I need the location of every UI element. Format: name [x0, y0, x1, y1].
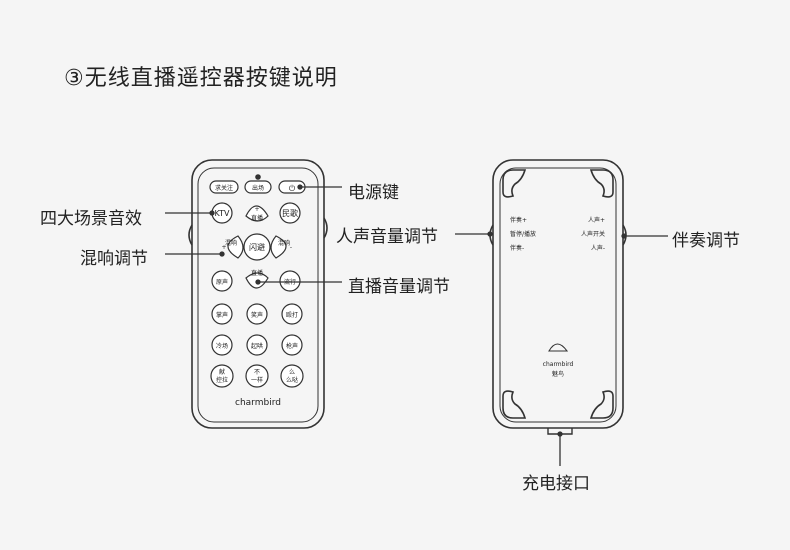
original-voice-label: 原声 [216, 278, 228, 286]
back-brand-sub: 魅鸟 [552, 370, 564, 378]
dpad [227, 205, 287, 289]
accomp-callout-dot [621, 233, 627, 239]
front-indicator-led [255, 174, 261, 180]
vocal-callout-dot [487, 231, 493, 237]
follow-button[interactable] [209, 180, 239, 194]
back-left-item-0: 伴奏+ [510, 216, 527, 224]
different-label-line2: 一样 [251, 376, 263, 384]
live-down-label: 直播 [251, 269, 263, 277]
page-title: ③无线直播遥控器按键说明 [64, 66, 338, 91]
top-buttons: 求关注 出场 ⏻ [209, 180, 306, 194]
back-remote [489, 159, 627, 435]
back-grip-top-right [589, 169, 614, 198]
back-right-item-2: 人声- [591, 244, 605, 252]
live-volume-callout-dot [255, 279, 261, 285]
reverb-up-sign: + [221, 244, 226, 251]
gunshot-button[interactable] [281, 334, 303, 356]
folk-button[interactable] [279, 202, 301, 224]
bird-logo-icon [548, 343, 569, 352]
kiss-label-line2: 么哒 [286, 376, 298, 384]
back-right-item-0: 人声+ [588, 216, 605, 224]
front-brand-logo: charmbird [235, 398, 281, 408]
applause-label: 掌声 [216, 311, 228, 319]
different-label-line1: 不 [254, 369, 260, 376]
cheer-button[interactable] [246, 334, 268, 356]
awkward-button[interactable] [211, 334, 233, 356]
laugh-button[interactable] [246, 303, 268, 325]
original-voice-button[interactable] [211, 270, 233, 292]
folk-button-label: 民歌 [282, 208, 298, 218]
back-grip-bottom-right [589, 390, 614, 419]
back-grip-bottom-left [502, 390, 527, 419]
power-icon: ⏻ [289, 184, 296, 193]
effect-grid [210, 303, 304, 388]
ktv-button-label: KTV [215, 209, 231, 218]
reverb-up-label: 混响 [225, 239, 237, 247]
back-brand-logo: charmbird [543, 361, 574, 368]
awkward-label: 冷场 [216, 342, 228, 350]
callout-four-scenes: 四大场景音效 [40, 209, 142, 229]
pop-button[interactable] [279, 270, 301, 292]
port-callout-dot [557, 431, 563, 437]
kiss-label-line1: 么 [289, 369, 295, 376]
front-remote-inner-body [197, 167, 319, 423]
callout-accompaniment: 伴奏调节 [672, 231, 740, 251]
applause-button[interactable] [211, 303, 233, 325]
reverb-down-label: 混响 [278, 239, 290, 247]
appear-button-label: 出场 [252, 184, 264, 192]
reverb-down-sign: - [290, 244, 292, 251]
callout-power: 电源键 [348, 183, 399, 203]
beat-button[interactable] [281, 303, 303, 325]
scenes-callout-dot [209, 210, 215, 216]
follow-button-label: 求关注 [215, 184, 233, 192]
callout-reverb: 混响调节 [80, 249, 148, 269]
drag-button[interactable] [210, 364, 234, 388]
live-volume-up-button[interactable] [245, 205, 269, 222]
drag-label-line2: 控拉 [216, 376, 228, 384]
front-remote [188, 159, 328, 429]
beat-label: 殴打 [286, 311, 298, 319]
gunshot-label: 枪声 [286, 342, 298, 350]
drag-label-line1: 献 [219, 368, 225, 376]
live-up-label: 直播 [251, 214, 263, 222]
reverb-callout-dot [219, 251, 225, 257]
different-button[interactable] [245, 364, 269, 388]
callout-live-volume: 直播音量调节 [348, 277, 450, 297]
appear-button[interactable] [244, 180, 272, 194]
back-right-item-1: 人声开关 [581, 230, 605, 238]
back-remote-inner-body [499, 167, 617, 423]
laugh-label: 笑声 [251, 311, 263, 319]
dodge-button[interactable] [243, 233, 271, 261]
front-remote-outer-body [191, 159, 325, 429]
cheer-label: 起哄 [251, 342, 263, 350]
live-up-sign: + [254, 206, 259, 213]
back-grip-top-left [502, 169, 527, 198]
back-left-item-1: 暂停/播放 [510, 230, 536, 238]
back-left-item-2: 伴奏- [510, 244, 524, 252]
back-remote-outer-body [492, 159, 624, 429]
reverb-down-button[interactable] [270, 235, 287, 259]
callout-lines [165, 184, 668, 466]
front-right-side-bump [323, 217, 328, 239]
kiss-button[interactable] [280, 364, 304, 388]
power-callout-dot [297, 184, 303, 190]
reverb-up-button[interactable] [227, 235, 244, 259]
front-left-side-bump [188, 224, 193, 246]
row-2-buttons: KTV 民歌 [211, 202, 301, 224]
callout-charging-port: 充电接口 [522, 474, 590, 494]
callout-vocal-volume: 人声音量调节 [336, 227, 438, 247]
dodge-label: 闪避 [249, 242, 265, 252]
